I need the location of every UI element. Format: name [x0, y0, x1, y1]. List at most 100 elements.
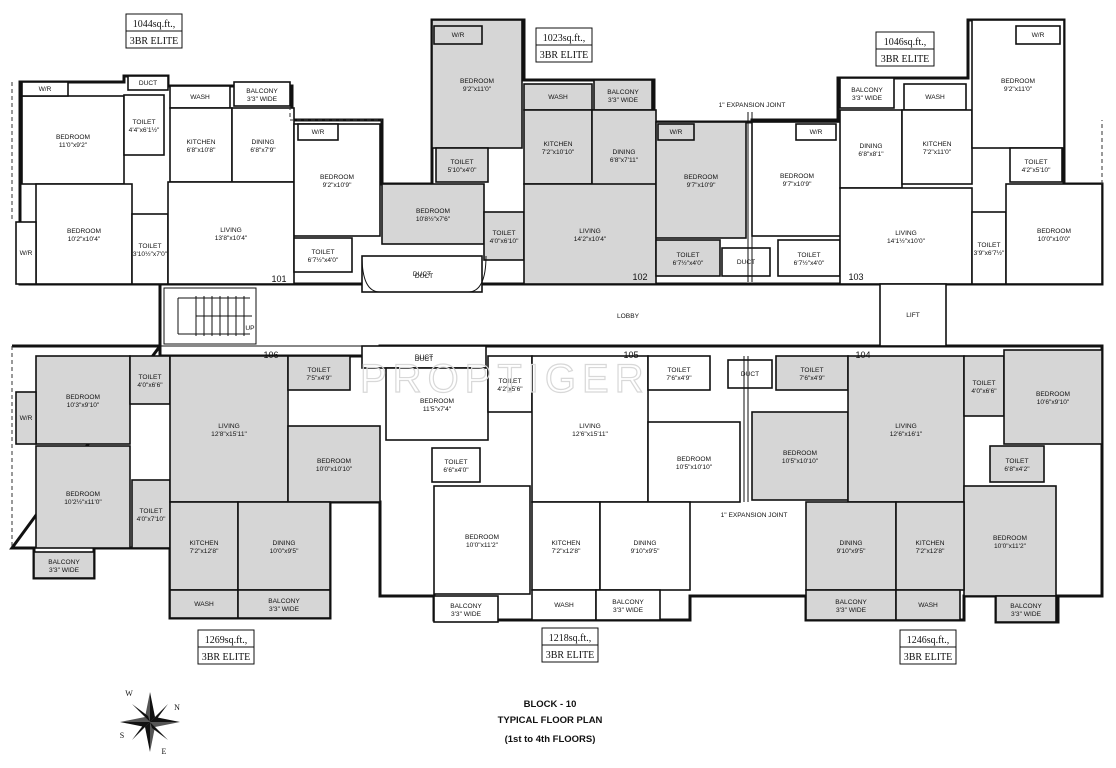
room-dimension: 4'0"x6'10": [490, 238, 519, 245]
room-shape: [989, 445, 1045, 483]
room-name: BEDROOM: [465, 534, 499, 541]
compass-n: N: [174, 703, 180, 712]
room-name: KITCHEN: [916, 540, 945, 547]
room-name: BALCONY: [268, 598, 300, 605]
room-name: TOILET: [668, 367, 691, 374]
room-name: BEDROOM: [783, 450, 817, 457]
tag-type-106: 3BR ELITE: [202, 652, 251, 663]
room-name: KITCHEN: [552, 540, 581, 547]
room-name: LIVING: [218, 423, 240, 430]
room-u101-wash: WASH: [169, 85, 231, 109]
room-dimension: 3'3" WIDE: [836, 607, 867, 614]
room-shape: [237, 501, 331, 591]
expansion-joint-bottom-label: 1" EXPANSION JOINT: [721, 512, 788, 519]
room-name: BEDROOM: [317, 458, 351, 465]
lobby-ducts: DUCT DUCT: [361, 255, 487, 363]
unit-number-102: 102: [632, 272, 647, 282]
room-name: TOILET: [312, 249, 335, 256]
room-u106-wash: WASH: [169, 589, 239, 619]
room-lift: LIFT: [879, 283, 947, 347]
room-shape: [433, 25, 483, 45]
room-shape: [237, 589, 331, 619]
room-dimension: 3'3" WIDE: [1011, 611, 1042, 618]
room-shape: [293, 123, 381, 237]
room-u101-wr2: W/R: [15, 221, 37, 285]
room-name: BEDROOM: [66, 491, 100, 498]
title-block: BLOCK - 10 TYPICAL FLOOR PLAN (1st to 4t…: [498, 699, 603, 745]
room-shape: [531, 501, 601, 591]
room-dimension: 10'5"x10'10": [676, 464, 713, 471]
unit-number-103: 103: [848, 272, 863, 282]
room-name: W/R: [670, 129, 683, 136]
room-dimension: 14'1½"x10'0": [887, 237, 926, 245]
room-name: W/R: [20, 415, 33, 422]
tag-area-101: 1044sq.ft.,: [133, 19, 176, 30]
room-name: TOILET: [451, 159, 474, 166]
room-name: TOILET: [798, 252, 821, 259]
room-shape: [127, 75, 169, 91]
room-name: TOILET: [308, 367, 331, 374]
room-dimension: 6'6"x4'0": [443, 467, 469, 474]
room-u101-wr1: W/R: [21, 81, 69, 97]
room-name: BALCONY: [1010, 603, 1042, 610]
room-shape: [169, 355, 289, 503]
room-name: TOILET: [801, 367, 824, 374]
room-shape: [435, 147, 489, 183]
room-dimension: 4'0"x6'6": [137, 382, 163, 389]
room-dimension: 4'4"x6'1½": [129, 126, 160, 134]
room-u103-duct: DUCT: [721, 247, 771, 277]
room-shape: [433, 595, 499, 623]
compass-e: E: [162, 747, 167, 756]
room-shape: [795, 123, 837, 141]
room-name: DINING: [272, 540, 295, 547]
room-shape: [751, 411, 849, 501]
room-name: KITCHEN: [544, 141, 573, 148]
room-dimension: 6'7½"x4'0": [308, 256, 339, 264]
room-dimension: 4'0"x7'10": [137, 516, 166, 523]
dashed-overhangs: [11, 82, 1103, 548]
room-name: KITCHEN: [923, 141, 952, 148]
lobby-label: LOBBY: [617, 313, 640, 320]
room-shape: [531, 589, 597, 621]
room-shape: [995, 595, 1057, 623]
room-dimension: 7'6"x4'9": [666, 375, 692, 382]
stair-up-label: UP: [245, 325, 255, 332]
room-shape: [1005, 183, 1103, 285]
room-name: WASH: [548, 94, 568, 101]
room-shape: [805, 501, 897, 591]
room-dimension: 7'2"x11'0": [923, 149, 952, 156]
room-dimension: 7'2"x10'10": [542, 149, 575, 156]
room-name: BEDROOM: [993, 535, 1027, 542]
room-shape: [963, 355, 1005, 417]
room-name: LIVING: [895, 423, 917, 430]
room-name: LIVING: [895, 230, 917, 237]
room-shape: [655, 239, 721, 277]
room-name: DINING: [612, 149, 635, 156]
room-dimension: 4'2"x5'10": [1022, 167, 1051, 174]
room-dimension: 7'6"x4'9": [799, 375, 825, 382]
room-shape: [169, 589, 239, 619]
room-u102-wr1: W/R: [433, 25, 483, 45]
room-shape: [433, 485, 531, 595]
room-shape: [657, 123, 695, 141]
room-shape: [129, 355, 171, 405]
room-name: BALCONY: [450, 603, 482, 610]
room-name: BALCONY: [607, 89, 639, 96]
room-dimension: 3'3" WIDE: [608, 97, 639, 104]
room-name: TOILET: [1006, 458, 1029, 465]
